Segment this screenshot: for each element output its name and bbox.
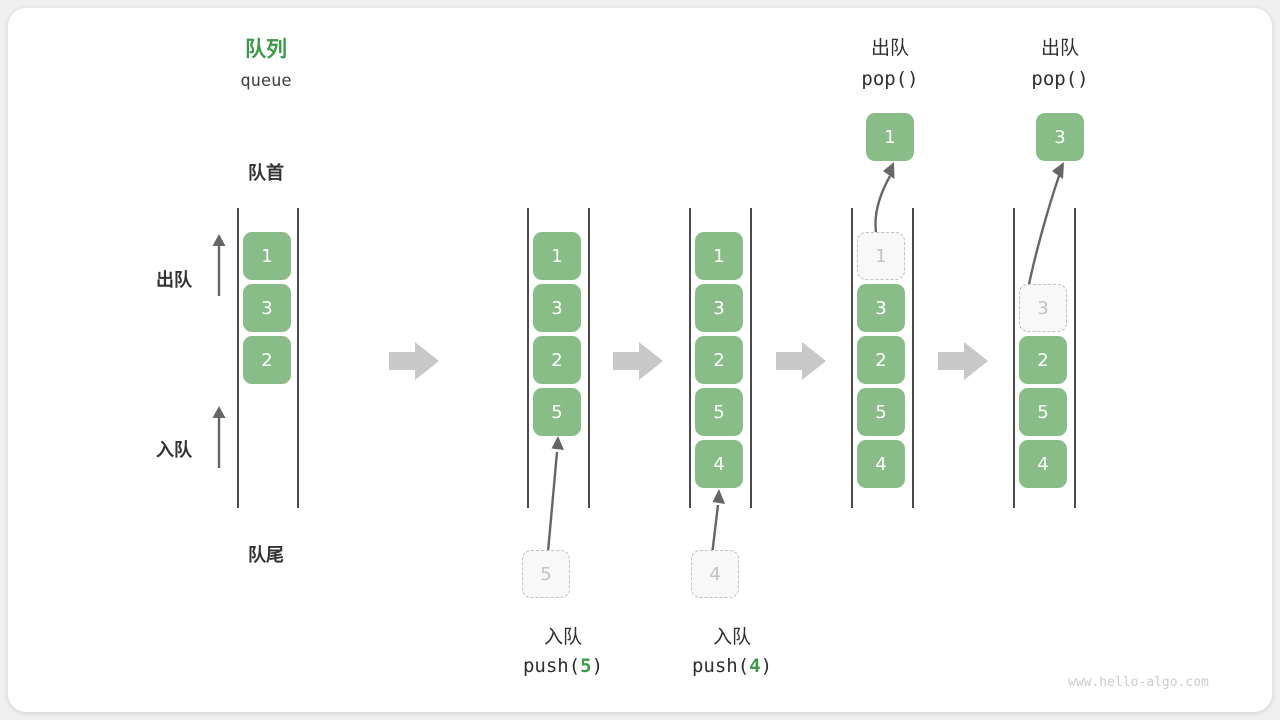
queue-cell: 5	[695, 388, 743, 436]
panel-op-label-cn: 入队	[543, 626, 582, 648]
up-arrow-icon-pop	[212, 234, 226, 296]
rail-right-3	[750, 208, 752, 508]
queue-cell: 5	[1019, 388, 1067, 436]
rail-right-1	[297, 208, 299, 508]
op-code-suffix: )	[1077, 68, 1089, 90]
incoming-ghost-cell: 4	[691, 550, 739, 598]
rail-left-1	[237, 208, 239, 508]
queue-cell-new: 4	[695, 440, 743, 488]
queue-cell: 1	[695, 232, 743, 280]
push-side-label: 入队	[156, 440, 192, 461]
queue-cell: 3	[243, 284, 291, 332]
queue-cell: 2	[695, 336, 743, 384]
incoming-ghost-cell: 5	[522, 550, 570, 598]
popped-ghost-cell: 1	[857, 232, 905, 280]
diagram-title-cn: 队列	[245, 37, 287, 61]
rail-left-2	[527, 208, 529, 508]
pop-curve-arrow-icon	[874, 162, 895, 239]
op-code-value: 4	[749, 655, 761, 677]
flow-arrow-icon	[389, 342, 439, 380]
queue-cell: 3	[695, 284, 743, 332]
panel-op-code: push(4)	[657, 655, 807, 677]
op-code-value: 5	[580, 655, 592, 677]
watermark-text: www.hello-algo.com	[1068, 675, 1209, 690]
op-code-suffix: )	[907, 68, 919, 90]
pop-result-cell: 1	[866, 113, 914, 161]
queue-cell: 1	[533, 232, 581, 280]
rail-right-2	[588, 208, 590, 508]
panel-op-code: pop()	[995, 68, 1125, 90]
rail-left-3	[689, 208, 691, 508]
flow-arrow-icon	[613, 342, 663, 380]
queue-cell: 1	[243, 232, 291, 280]
queue-cell: 5	[857, 388, 905, 436]
queue-cell: 2	[857, 336, 905, 384]
queue-cell: 3	[857, 284, 905, 332]
op-code-suffix: )	[760, 655, 773, 677]
up-arrow-icon-push	[212, 406, 226, 468]
op-code-prefix: push(	[522, 655, 581, 677]
queue-cell: 4	[857, 440, 905, 488]
rail-left-5	[1013, 208, 1015, 508]
rail-right-5	[1074, 208, 1076, 508]
queue-cell: 3	[533, 284, 581, 332]
panel-op-code: pop()	[825, 68, 955, 90]
queue-cell: 2	[243, 336, 291, 384]
queue-cell: 4	[1019, 440, 1067, 488]
op-code-prefix: pop(	[1031, 68, 1078, 90]
panel-op-label-cn: 入队	[712, 626, 751, 648]
rail-right-4	[912, 208, 914, 508]
panel-op-label-cn: 出队	[870, 37, 909, 59]
flow-arrow-icon	[776, 342, 826, 380]
panel-op-label-cn: 出队	[1040, 37, 1079, 59]
flow-arrow-icon	[938, 342, 988, 380]
queue-cell-new: 5	[533, 388, 581, 436]
popped-ghost-cell: 3	[1019, 284, 1067, 332]
pop-curve-arrow-icon	[1025, 162, 1064, 295]
op-code-prefix: push(	[691, 655, 750, 677]
queue-front-label: 队首	[248, 163, 284, 184]
pop-result-cell: 3	[1036, 113, 1084, 161]
panel-op-code: push(5)	[488, 655, 638, 677]
op-code-suffix: )	[591, 655, 604, 677]
rail-left-4	[851, 208, 853, 508]
queue-cell: 2	[1019, 336, 1067, 384]
diagram-title-en: queue	[240, 71, 292, 91]
push-arrow-icon	[710, 489, 725, 556]
queue-cell: 2	[533, 336, 581, 384]
pop-side-label: 出队	[156, 270, 192, 291]
op-code-prefix: pop(	[861, 68, 908, 90]
push-arrow-icon	[546, 436, 564, 553]
queue-rear-label: 队尾	[248, 545, 284, 566]
